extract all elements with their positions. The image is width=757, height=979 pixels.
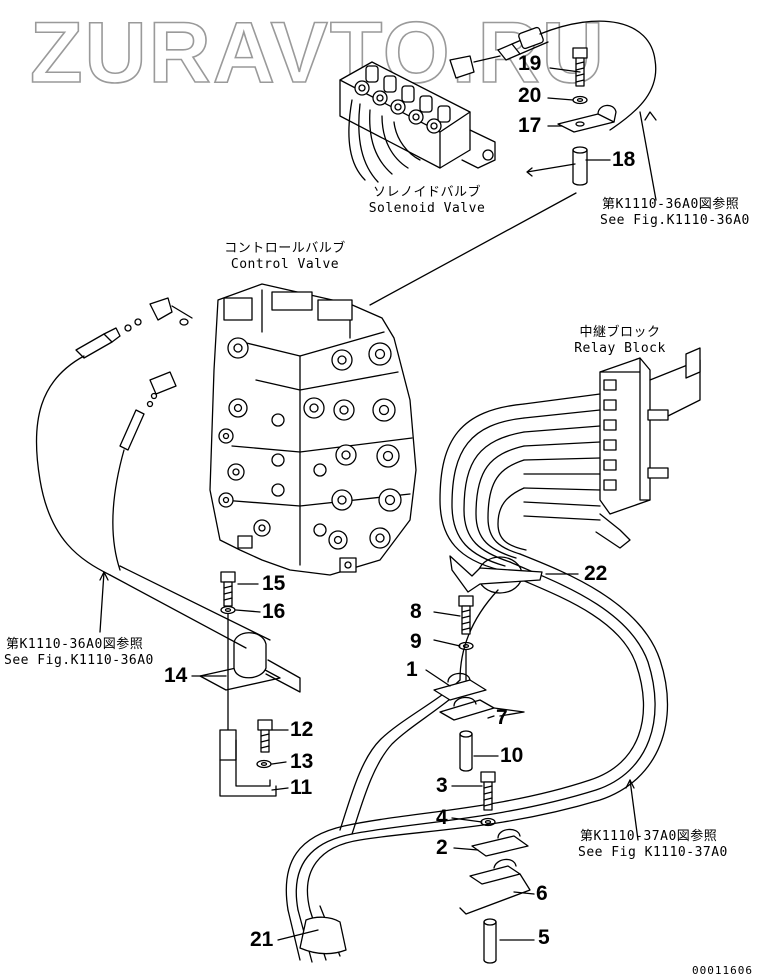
part-number-19: 19 — [518, 52, 542, 75]
solenoid-valve-label-jp: ソレノイドバルブ — [372, 185, 481, 200]
part-number-5: 5 — [538, 926, 550, 949]
arrow-22 — [449, 555, 543, 593]
part-number-10: 10 — [500, 744, 524, 767]
part-number-13: 13 — [290, 750, 314, 773]
part-number-7: 7 — [496, 706, 508, 729]
ref-36a-left-label-jp: 第K1110-36A0図参照 — [6, 637, 144, 652]
clamp-assembly-center-drawing — [433, 595, 531, 964]
ref-36a-left-label-en: See Fig.K1110-36A0 — [4, 653, 154, 668]
leader-ref-36a-left — [99, 571, 105, 633]
leader-ref-36a-top — [639, 111, 657, 201]
part-number-16: 16 — [262, 600, 286, 623]
clamp-17-drawing — [557, 104, 617, 133]
part-number-6: 6 — [536, 882, 548, 905]
part-leaders — [191, 67, 611, 941]
part-number-14: 14 — [164, 664, 188, 687]
solenoid-valve-label-en: Solenoid Valve — [368, 201, 486, 216]
relay-block-drawing — [523, 347, 701, 549]
leader-ref-37a — [629, 779, 639, 841]
part-number-11: 11 — [290, 776, 313, 799]
part-number-17: 17 — [518, 114, 542, 137]
ref-37a-label-jp: 第K1110-37A0図参照 — [580, 829, 718, 844]
part-number-8: 8 — [410, 600, 422, 623]
part-number-22: 22 — [584, 562, 608, 585]
ref-37a-label-en: See Fig K1110-37A0 — [578, 845, 728, 860]
part-number-3: 3 — [436, 774, 448, 797]
spacer-18-drawing — [526, 146, 588, 186]
bolt-19-drawing — [572, 47, 588, 87]
part-number-12: 12 — [290, 718, 314, 741]
part-number-20: 20 — [518, 84, 542, 107]
washer-20 — [572, 95, 588, 105]
control-valve-drawing — [209, 283, 417, 576]
leader-control-to-solenoid — [369, 192, 577, 306]
part-number-18: 18 — [612, 148, 636, 171]
relay-block-label-en: Relay Block — [574, 341, 666, 356]
relay-block-label-jp: 中継ブロック — [579, 325, 661, 340]
ref-36a-top-label-jp: 第K1110-36A0図参照 — [602, 197, 740, 212]
control-valve-label-en: Control Valve — [230, 257, 340, 272]
part-number-2: 2 — [436, 836, 448, 859]
part-number-1: 1 — [406, 658, 418, 681]
drawing-code: 00011606 — [692, 964, 753, 977]
valve-fittings-drawing — [35, 297, 193, 576]
part-number-15: 15 — [262, 572, 286, 595]
part-number-9: 9 — [410, 630, 422, 653]
part-number-21: 21 — [250, 928, 274, 951]
clamp-assembly-left-drawing — [109, 565, 301, 797]
solenoid-valve-drawing — [339, 20, 657, 183]
control-valve-label-jp: コントロールバルブ — [224, 241, 346, 256]
ref-36a-top-label-en: See Fig.K1110-36A0 — [600, 213, 750, 228]
part-number-4: 4 — [436, 806, 448, 829]
